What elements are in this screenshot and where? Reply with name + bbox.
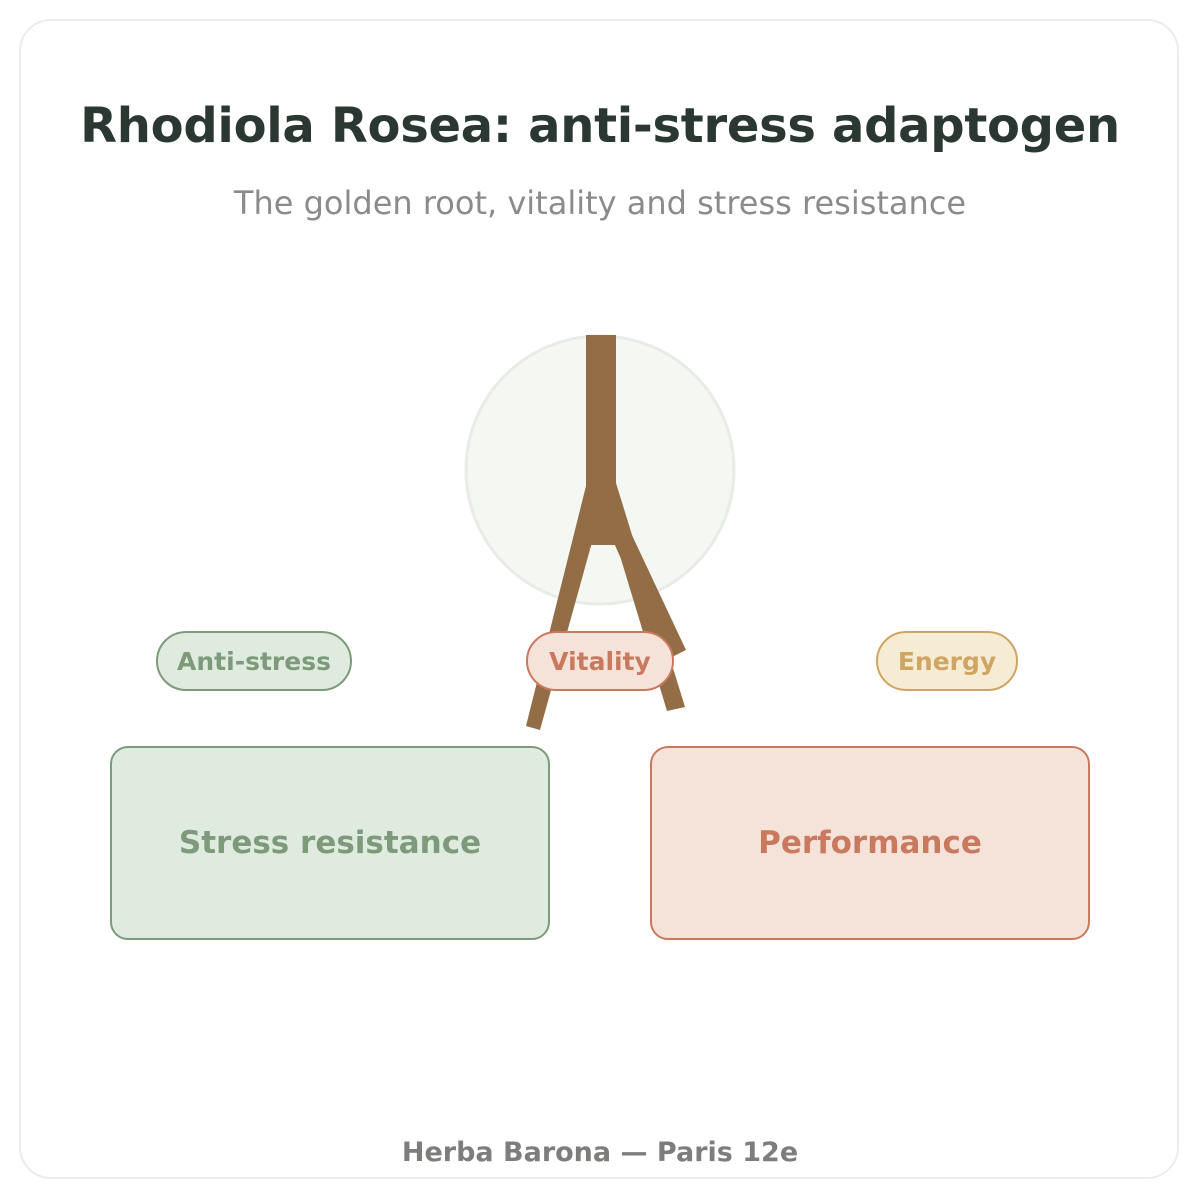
tag-energy: Energy bbox=[876, 631, 1018, 691]
tag-vitality: Vitality bbox=[526, 631, 674, 691]
box-stress-resistance: Stress resistance bbox=[110, 746, 550, 940]
box-performance: Performance bbox=[650, 746, 1090, 940]
tag-anti-stress: Anti-stress bbox=[156, 631, 352, 691]
page-subtitle: The golden root, vitality and stress res… bbox=[233, 184, 967, 222]
page-title: Rhodiola Rosea: anti-stress adaptogen bbox=[80, 98, 1120, 154]
footer-credit: Herba Barona — Paris 12e bbox=[401, 1137, 799, 1168]
root-shape bbox=[526, 335, 686, 730]
